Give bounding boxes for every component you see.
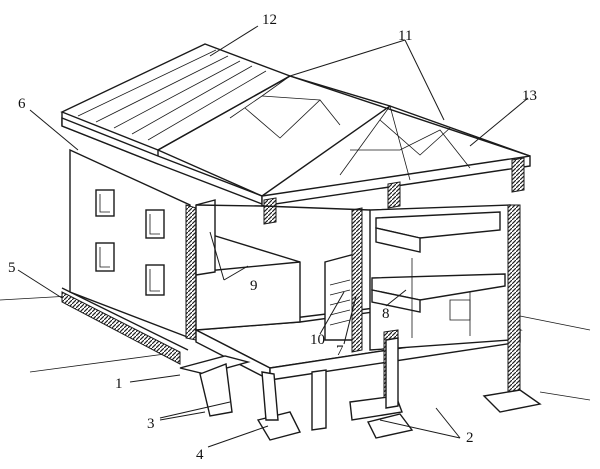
label-13: 13: [522, 88, 537, 104]
window-upper-left: [95, 189, 115, 217]
label-11: 11: [398, 28, 412, 44]
foundations: [179, 337, 542, 441]
label-7: 7: [336, 343, 344, 359]
ground-lines: [0, 295, 591, 401]
label-2: 2: [466, 430, 474, 446]
interior-partition: [195, 199, 301, 331]
label-6: 6: [18, 96, 26, 112]
window-upper-right: [145, 209, 165, 239]
window-lower-right: [145, 264, 165, 296]
leader-lines: [17, 25, 529, 448]
label-9: 9: [250, 278, 258, 294]
label-10: 10: [310, 332, 325, 348]
plinth-strip: [61, 287, 189, 365]
label-5: 5: [8, 260, 16, 276]
label-8: 8: [382, 306, 390, 322]
roof: [60, 43, 531, 225]
label-4: 4: [196, 447, 204, 463]
left-wall: [69, 148, 197, 341]
staircase: [324, 207, 363, 353]
window-lower-left: [95, 242, 115, 272]
label-3: 3: [147, 416, 155, 432]
callout-labels: 1 2 3 4 5 6 7 8 9 10 11 12 13: [8, 12, 537, 463]
label-12: 12: [262, 12, 277, 28]
label-1: 1: [115, 376, 123, 392]
